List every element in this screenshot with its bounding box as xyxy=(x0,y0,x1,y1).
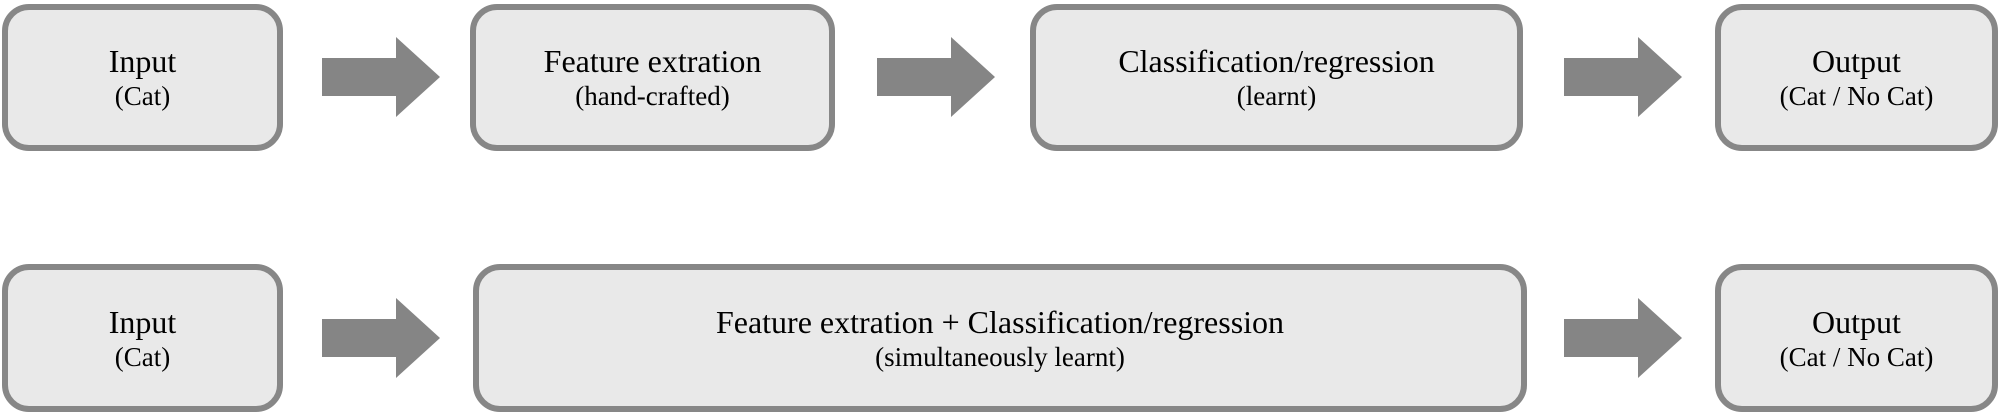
flow-node-combined-feature-classification-row2: Feature extration + Classification/regre… xyxy=(473,264,1527,412)
flow-node-output-row2: Output (Cat / No Cat) xyxy=(1715,264,1998,412)
node-subtitle: (Cat) xyxy=(114,81,171,112)
node-title: Input xyxy=(108,303,177,340)
node-subtitle: (Cat / No Cat) xyxy=(1779,341,1934,372)
flow-node-input-row1: Input (Cat) xyxy=(2,4,283,151)
node-subtitle: (Cat) xyxy=(114,341,171,372)
flow-node-feature-extraction-row1: Feature extration (hand-crafted) xyxy=(470,4,835,151)
node-subtitle: (hand-crafted) xyxy=(575,81,730,112)
arrow-right-icon xyxy=(877,37,995,117)
node-subtitle: (learnt) xyxy=(1236,81,1317,112)
flow-node-classification-row1: Classification/regression (learnt) xyxy=(1030,4,1523,151)
node-title: Feature extration xyxy=(543,43,762,80)
arrow-right-icon xyxy=(322,37,440,117)
flow-node-input-row2: Input (Cat) xyxy=(2,264,283,412)
arrow-right-icon xyxy=(322,298,440,378)
node-title: Feature extration + Classification/regre… xyxy=(715,303,1285,340)
node-subtitle: (Cat / No Cat) xyxy=(1779,81,1934,112)
node-title: Input xyxy=(108,43,177,80)
node-title: Classification/regression xyxy=(1118,43,1435,80)
arrow-right-icon xyxy=(1564,37,1682,117)
node-title: Output xyxy=(1812,303,1901,340)
node-subtitle: (simultaneously learnt) xyxy=(875,341,1125,372)
flow-node-output-row1: Output (Cat / No Cat) xyxy=(1715,4,1998,151)
node-title: Output xyxy=(1812,43,1901,80)
arrow-right-icon xyxy=(1564,298,1682,378)
